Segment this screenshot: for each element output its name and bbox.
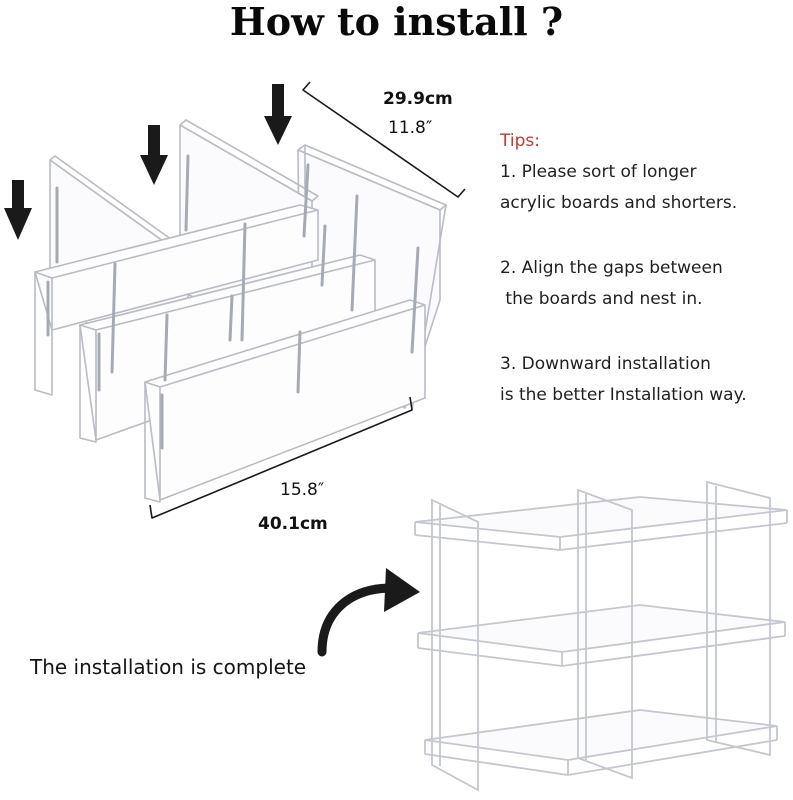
acrylic-board-long-front	[144, 299, 426, 503]
width-cm-label: 40.1cm	[258, 514, 328, 534]
tip-step-2-line-2: the boards and nest in.	[500, 289, 703, 309]
tips-panel: Tips: 1. Please sort of longer acrylic b…	[500, 126, 790, 411]
assembled-shelf	[414, 480, 788, 792]
curved-arrow-icon	[317, 568, 420, 657]
dimension-brackets	[149, 81, 466, 519]
down-arrow-icons	[4, 84, 292, 240]
acrylic-board-long-back	[34, 204, 319, 396]
tip-step-3-line-1: 3. Downward installation	[500, 354, 711, 374]
completion-text: The installation is complete	[30, 655, 307, 679]
down-arrow-icon	[140, 125, 168, 185]
tip-step-3-line-2: is the better Installation way.	[500, 385, 747, 405]
down-arrow-icon	[4, 180, 32, 240]
down-arrow-icon	[264, 84, 292, 145]
tip-step-1-line-2: acrylic boards and shorters.	[500, 193, 738, 213]
depth-in-label: 11.8″	[388, 118, 433, 138]
width-in-label: 15.8″	[280, 480, 325, 500]
board-slots	[46, 154, 420, 450]
page-title: How to install ?	[229, 0, 564, 44]
tip-step-2-line-1: 2. Align the gaps between	[500, 258, 723, 278]
tips-label: Tips:	[500, 131, 540, 151]
depth-cm-label: 29.9cm	[383, 89, 453, 109]
tip-step-1-line-1: 1. Please sort of longer	[500, 162, 697, 182]
